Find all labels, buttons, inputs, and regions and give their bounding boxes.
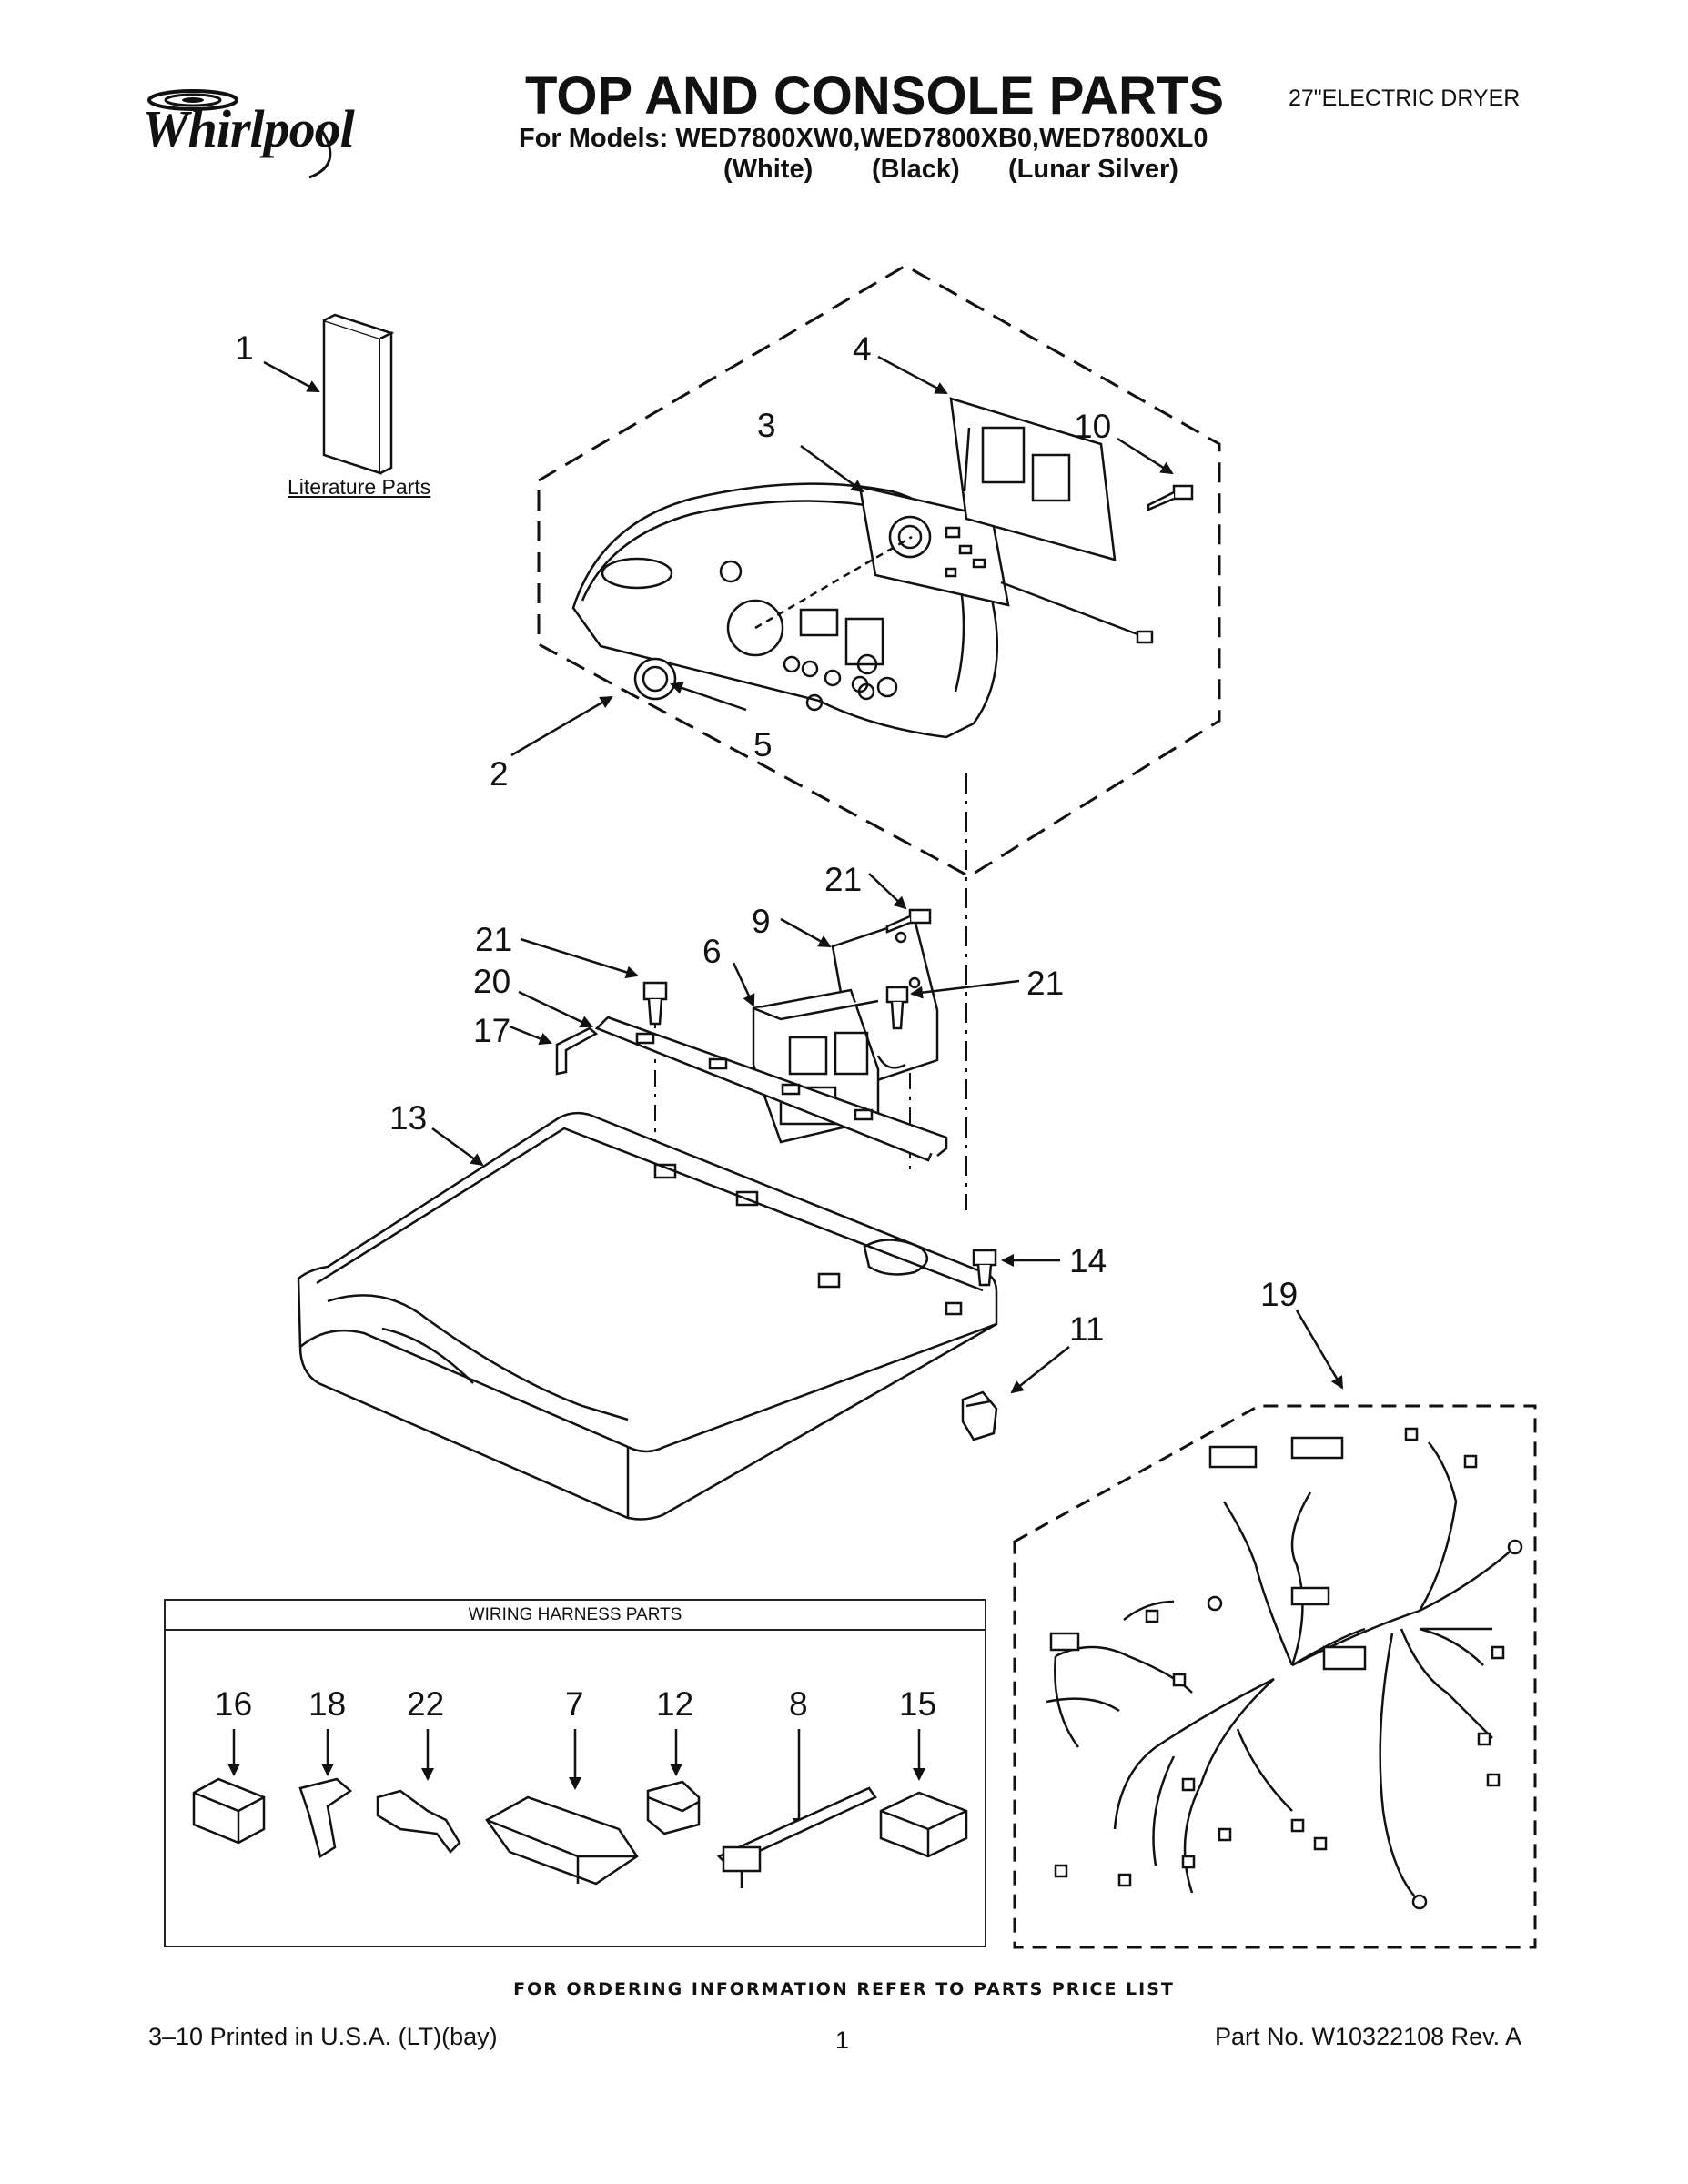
brand-name: Whirlpool — [142, 99, 355, 158]
model-color-white: (White) — [723, 155, 814, 184]
screw-icon — [972, 1249, 997, 1287]
callout-19: 19 — [1260, 1276, 1299, 1313]
harness-callout-18: 18 — [308, 1685, 347, 1723]
harness-part-16-icon — [192, 1777, 266, 1845]
callout-5: 5 — [753, 726, 773, 763]
model-color-lunar-silver: (Lunar Silver) — [1008, 155, 1178, 184]
page-title: TOP AND CONSOLE PARTS — [525, 66, 1225, 126]
harness-callout-22: 22 — [407, 1685, 445, 1723]
whirlpool-logo: Whirlpool — [136, 82, 400, 182]
callout-17: 17 — [473, 1012, 511, 1049]
callout-11: 11 — [1069, 1310, 1105, 1348]
product-type: 27"ELECTRIC DRYER — [1289, 86, 1521, 111]
callout-3: 3 — [757, 407, 776, 444]
models-subtitle: For Models: WED7800XW0,WED7800XB0,WED780… — [519, 124, 1208, 153]
callout-10: 10 — [1074, 408, 1112, 445]
knob-part — [633, 657, 677, 701]
clip-part — [961, 1390, 998, 1441]
part-number: Part No. W10322108 Rev. A — [1215, 2023, 1522, 2050]
harness-part-12-icon — [646, 1780, 701, 1835]
screw-icon — [885, 986, 909, 1030]
callout-21-left: 21 — [475, 921, 513, 958]
ordering-note: FOR ORDERING INFORMATION REFER TO PARTS … — [513, 1979, 1175, 1999]
callout-1: 1 — [235, 329, 254, 367]
model-color-black: (Black) — [872, 155, 960, 184]
harness-callout-7: 7 — [565, 1685, 584, 1723]
l-key-part — [555, 1026, 599, 1076]
literature-parts-label: Literature Parts — [288, 475, 431, 499]
wiring-harness-parts-header: WIRING HARNESS PARTS — [164, 1599, 986, 1631]
screw-icon — [642, 981, 668, 1026]
callout-2: 2 — [490, 755, 509, 793]
callout-13: 13 — [389, 1099, 428, 1137]
harness-callout-8: 8 — [789, 1685, 808, 1723]
harness-part-7-icon — [485, 1795, 639, 1886]
page-number: 1 — [835, 2027, 850, 2054]
harness-part-8-icon — [716, 1786, 877, 1888]
console-assembly-boundary — [537, 264, 1221, 878]
callout-21-right: 21 — [1026, 965, 1065, 1002]
callout-21-top: 21 — [824, 861, 863, 898]
console-bracket-rail-part — [594, 1016, 948, 1162]
callout-9: 9 — [752, 903, 771, 940]
dryer-top-panel-part — [297, 1111, 998, 1521]
console-back-cover-part — [949, 397, 1117, 561]
wiring-harness-parts-box — [164, 1599, 986, 1947]
callout-20: 20 — [473, 963, 511, 1000]
wiring-harness-boundary — [1013, 1404, 1537, 1949]
literature-booklet-icon — [322, 313, 395, 475]
callout-6: 6 — [702, 933, 722, 970]
harness-part-15-icon — [879, 1791, 968, 1858]
print-info: 3–10 Printed in U.S.A. (LT)(bay) — [148, 2023, 498, 2050]
logo-swirl-icon — [147, 89, 332, 179]
screw-icon — [885, 908, 932, 934]
wiring-harness-part — [1046, 1427, 1523, 1910]
harness-part-22-icon — [376, 1789, 461, 1854]
harness-callout-15: 15 — [899, 1685, 937, 1723]
harness-callout-16: 16 — [215, 1685, 253, 1723]
screw-icon — [1147, 484, 1194, 511]
harness-callout-12: 12 — [656, 1685, 694, 1723]
callout-4: 4 — [853, 330, 872, 368]
callout-14: 14 — [1069, 1242, 1107, 1279]
harness-part-18-icon — [298, 1777, 353, 1858]
